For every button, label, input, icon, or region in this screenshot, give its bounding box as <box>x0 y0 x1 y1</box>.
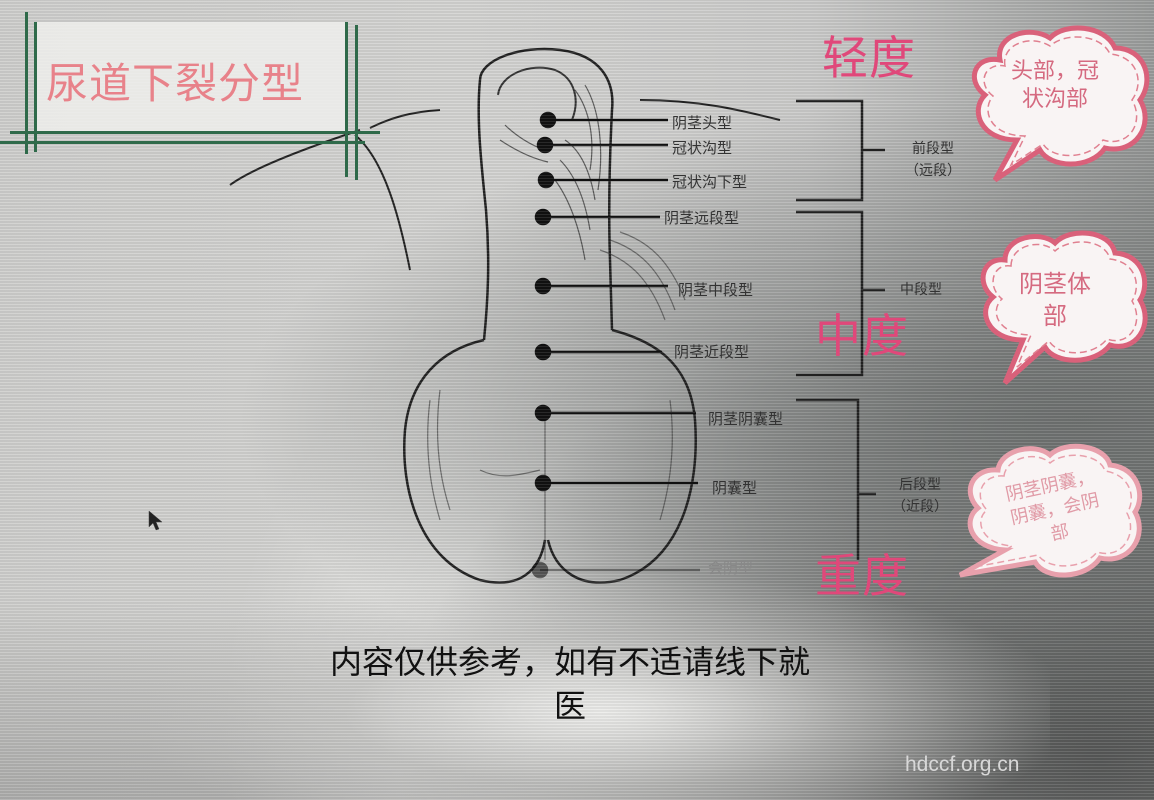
bubble-2-text: 阴茎体 部 <box>1000 268 1110 332</box>
group-middle-line1: 中段型 <box>900 282 942 298</box>
severity-mild: 轻度 <box>822 31 916 85</box>
label-coronal: 冠状沟型 <box>672 139 733 157</box>
bubble-2-line2: 部 <box>1043 302 1067 330</box>
bubble-1-text: 头部，冠 状沟部 <box>995 58 1115 114</box>
disclaimer-line1: 内容仅供参考，如有不适请线下就 <box>329 643 810 681</box>
frame-line <box>34 22 37 152</box>
bubble-1-line1: 头部，冠 <box>1010 59 1099 84</box>
frame-line <box>25 12 28 154</box>
group-anterior: 前段型 （远段） <box>893 138 973 182</box>
group-posterior-line1: 后段型 <box>899 477 941 493</box>
label-proximal-shaft: 阴茎近段型 <box>674 343 750 361</box>
bubble-2-line1: 阴茎体 <box>1019 270 1091 298</box>
group-middle: 中段型 <box>886 279 956 301</box>
label-glans: 阴茎头型 <box>672 114 733 132</box>
bottom-blur <box>150 580 1050 800</box>
label-mid-shaft: 阴茎中段型 <box>678 281 754 299</box>
frame-line <box>345 22 348 177</box>
group-posterior-line2: （近段） <box>892 499 948 515</box>
group-anterior-line1: 前段型 <box>912 141 954 157</box>
disclaimer-line2: 医 <box>553 687 586 725</box>
group-posterior: 后段型 （近段） <box>880 474 960 518</box>
frame-line <box>10 131 380 134</box>
page-title: 尿道下裂分型 <box>46 59 305 108</box>
frame-line <box>0 141 365 144</box>
severity-severe: 重度 <box>815 549 909 603</box>
label-scrotal: 阴囊型 <box>712 479 758 497</box>
title-box <box>35 22 345 132</box>
disclaimer-caption: 内容仅供参考，如有不适请线下就 医 <box>270 640 870 728</box>
speech-bubble-2 <box>980 230 1148 385</box>
group-anterior-line2: （远段） <box>905 163 961 179</box>
label-distal-shaft: 阴茎远段型 <box>664 209 740 227</box>
label-subcoronal: 冠状沟下型 <box>672 173 748 191</box>
label-perineal: 会阴型 <box>708 559 754 577</box>
label-penoscrotal: 阴茎阴囊型 <box>708 410 784 428</box>
mouse-pointer-icon <box>148 510 163 531</box>
watermark: hdccf.org.cn <box>905 753 1020 776</box>
frame-line <box>355 25 358 180</box>
speech-bubble-1 <box>971 25 1150 183</box>
severity-moderate: 中度 <box>815 309 909 363</box>
bubble-1-line2: 状沟部 <box>1021 87 1088 112</box>
speech-bubble-3 <box>958 443 1143 578</box>
